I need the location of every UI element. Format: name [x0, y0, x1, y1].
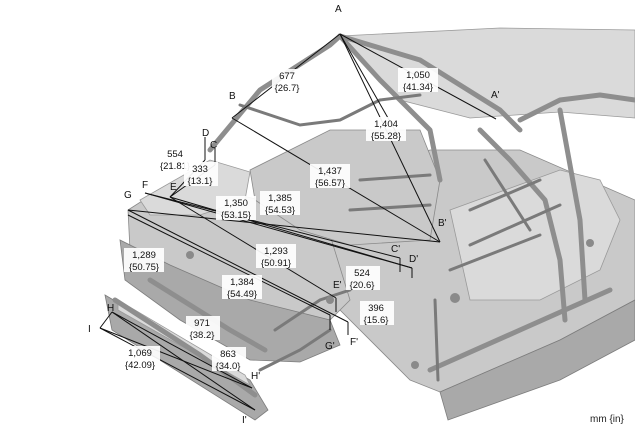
dimension-value-mm: 1,384 [230, 277, 254, 288]
point-label-c: C [210, 140, 217, 151]
dimension-value-mm: 1,289 [132, 250, 156, 261]
dimension-e-d-prime: 1,385 {54.53} [260, 191, 300, 216]
dimension-value-in: {50.75} [129, 262, 159, 273]
dimension-value-in: {34.0} [216, 361, 241, 372]
dimension-g-f-prime: 1,289 {50.75} [124, 248, 164, 273]
dimension-value-in: {15.6} [364, 315, 389, 326]
point-label-c-prime: C' [391, 244, 400, 255]
dimension-value-in: {53.15} [221, 210, 251, 221]
dimension-value-mm: 333 [192, 164, 208, 175]
dimension-value-mm: 1,050 [406, 70, 430, 81]
dimension-a-a-prime: 1,050 {41.34} [398, 68, 438, 93]
dimension-value-in: {55.28} [371, 131, 401, 142]
dimension-a-b-prime: 1,404 {55.28} [366, 117, 406, 142]
dimension-value-mm: 554 [167, 149, 183, 160]
dimension-d-c: 554 {21.81} [155, 147, 195, 172]
point-label-f: F [142, 180, 148, 191]
point-label-d-prime: D' [409, 254, 418, 265]
dimension-value-mm: 1,385 [268, 193, 292, 204]
point-label-i-prime: I' [242, 415, 247, 426]
dimension-g-prime-f-prime: 396 {15.6} [360, 301, 394, 326]
point-label-h: H [107, 303, 114, 314]
point-label-b-prime: B' [438, 218, 447, 229]
dimension-value-mm: 971 [194, 318, 210, 329]
dimension-value-in: {41.34} [403, 82, 433, 93]
dimension-value-in: {54.49} [227, 289, 257, 300]
point-label-g-prime: G' [325, 341, 335, 352]
point-label-a: A [335, 4, 342, 15]
dimension-value-mm: 677 [279, 71, 295, 82]
dimension-value-in: {20.6} [350, 280, 375, 291]
dimension-b-b-prime: 1,437 {56.57} [310, 164, 350, 189]
dimension-value-in: {42.09} [125, 360, 155, 371]
dimension-value-mm: 1,069 [128, 348, 152, 359]
dimension-value-mm: 863 [220, 349, 236, 360]
point-label-g: G [124, 190, 132, 201]
dimension-labels: 677 {26.7} 1,050 {41.34} 1,404 {55.28} 1… [120, 68, 438, 372]
dimension-value-in: {13.1} [188, 176, 213, 187]
point-label-e: E [170, 182, 177, 193]
point-label-e-prime: E' [333, 280, 342, 291]
dimension-a-b: 677 {26.7} [272, 69, 302, 94]
dimension-value-in: {26.7} [275, 83, 300, 94]
dimension-value-mm: 1,350 [224, 198, 248, 209]
dimension-value-in: {21.81} [160, 161, 190, 172]
point-label-i: I [88, 324, 91, 335]
dimension-value-in: {50.91} [261, 258, 291, 269]
dimension-value-mm: 1,437 [318, 166, 342, 177]
point-label-f-prime: F' [350, 337, 358, 348]
point-label-d: D [202, 128, 209, 139]
dimension-i-h-prime: 863 {34.0} [212, 347, 246, 372]
dimension-i-i-prime: 1,069 {42.09} [120, 346, 160, 371]
point-label-h-prime: H' [251, 371, 260, 382]
dimension-g-e-prime: 1,384 {54.49} [222, 275, 262, 300]
dimension-value-in: {56.57} [315, 178, 345, 189]
dimension-value-mm: 396 [368, 303, 384, 314]
dimension-c-e: 333 {13.1} [184, 162, 218, 187]
dimension-f-c-prime: 1,350 {53.15} [216, 196, 256, 221]
dimension-value-mm: 1,293 [264, 246, 288, 257]
dimension-value-mm: 1,404 [374, 119, 398, 130]
dimension-value-mm: 524 [354, 268, 370, 279]
point-labels: A A' B B' C C' D D' E E' F F' G G' H H' … [88, 4, 500, 426]
dimension-value-in: {38.2} [190, 330, 215, 341]
dimension-c-prime-d-prime: 524 {20.6} [346, 266, 380, 291]
dimension-value-in: {54.53} [265, 205, 295, 216]
units-caption: mm {in} [590, 414, 625, 425]
dimension-h-i-prime: 971 {38.2} [186, 316, 220, 341]
point-label-a-prime: A' [491, 90, 500, 101]
point-label-b: B [229, 91, 236, 102]
dimension-e-g-prime: 1,293 {50.91} [256, 244, 296, 269]
